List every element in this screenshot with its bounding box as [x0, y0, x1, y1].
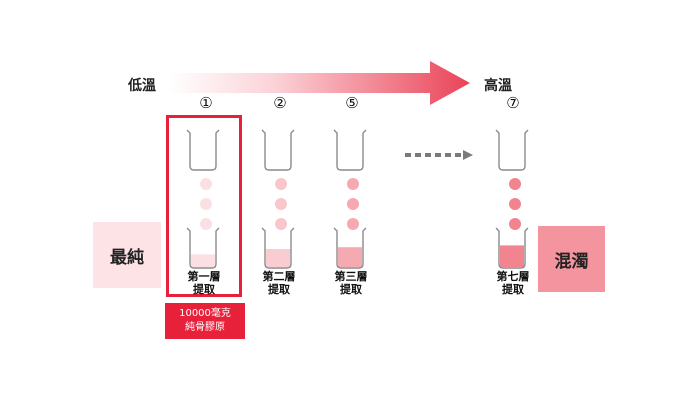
liquid-fill-1 — [191, 254, 215, 267]
liquid-fill-3 — [338, 247, 362, 267]
continuation-arrow — [405, 150, 473, 160]
step-number-2: ② — [273, 94, 287, 112]
step-number-7: ⑦ — [506, 94, 520, 112]
top-beaker-3 — [333, 129, 367, 171]
top-beaker-2 — [261, 129, 295, 171]
bottom-beaker-7 — [495, 227, 529, 269]
purest-label: 最純 — [110, 247, 144, 268]
stage-label-7: 第七層 提取 — [496, 270, 530, 296]
top-beaker-1 — [186, 129, 220, 171]
high-temperature-label: 高溫 — [484, 78, 512, 94]
collagen-tag-line1: 10000毫克 — [179, 308, 231, 319]
top-beaker-7 — [495, 129, 529, 171]
temperature-gradient-arrow — [168, 61, 470, 105]
step-number-5: ⑤ — [345, 94, 359, 112]
step-number-1: ① — [199, 94, 213, 112]
drops-7 — [509, 178, 521, 230]
drops-1 — [200, 178, 212, 230]
collagen-tag: 10000毫克 純骨膠原 — [165, 303, 245, 339]
bottom-beaker-3 — [333, 227, 367, 269]
collagen-tag-line2: 純骨膠原 — [185, 322, 225, 333]
stage-label-3: 第三層 提取 — [334, 270, 368, 296]
bottom-beaker-1 — [186, 227, 220, 269]
bottom-beaker-2 — [261, 227, 295, 269]
turbid-label: 混濁 — [554, 251, 589, 272]
first-layer-highlight-frame — [166, 115, 242, 297]
low-temperature-label: 低溫 — [128, 78, 156, 94]
liquid-fill-4 — [500, 245, 524, 267]
liquid-fill-2 — [266, 249, 290, 267]
turbid-box: 混濁 — [538, 226, 605, 292]
stage-label-1: 第一層 提取 — [187, 270, 221, 296]
purest-box: 最純 — [93, 222, 161, 288]
drops-2 — [275, 178, 287, 230]
drops-3 — [347, 178, 359, 230]
stage-label-2: 第二層 提取 — [262, 270, 296, 296]
